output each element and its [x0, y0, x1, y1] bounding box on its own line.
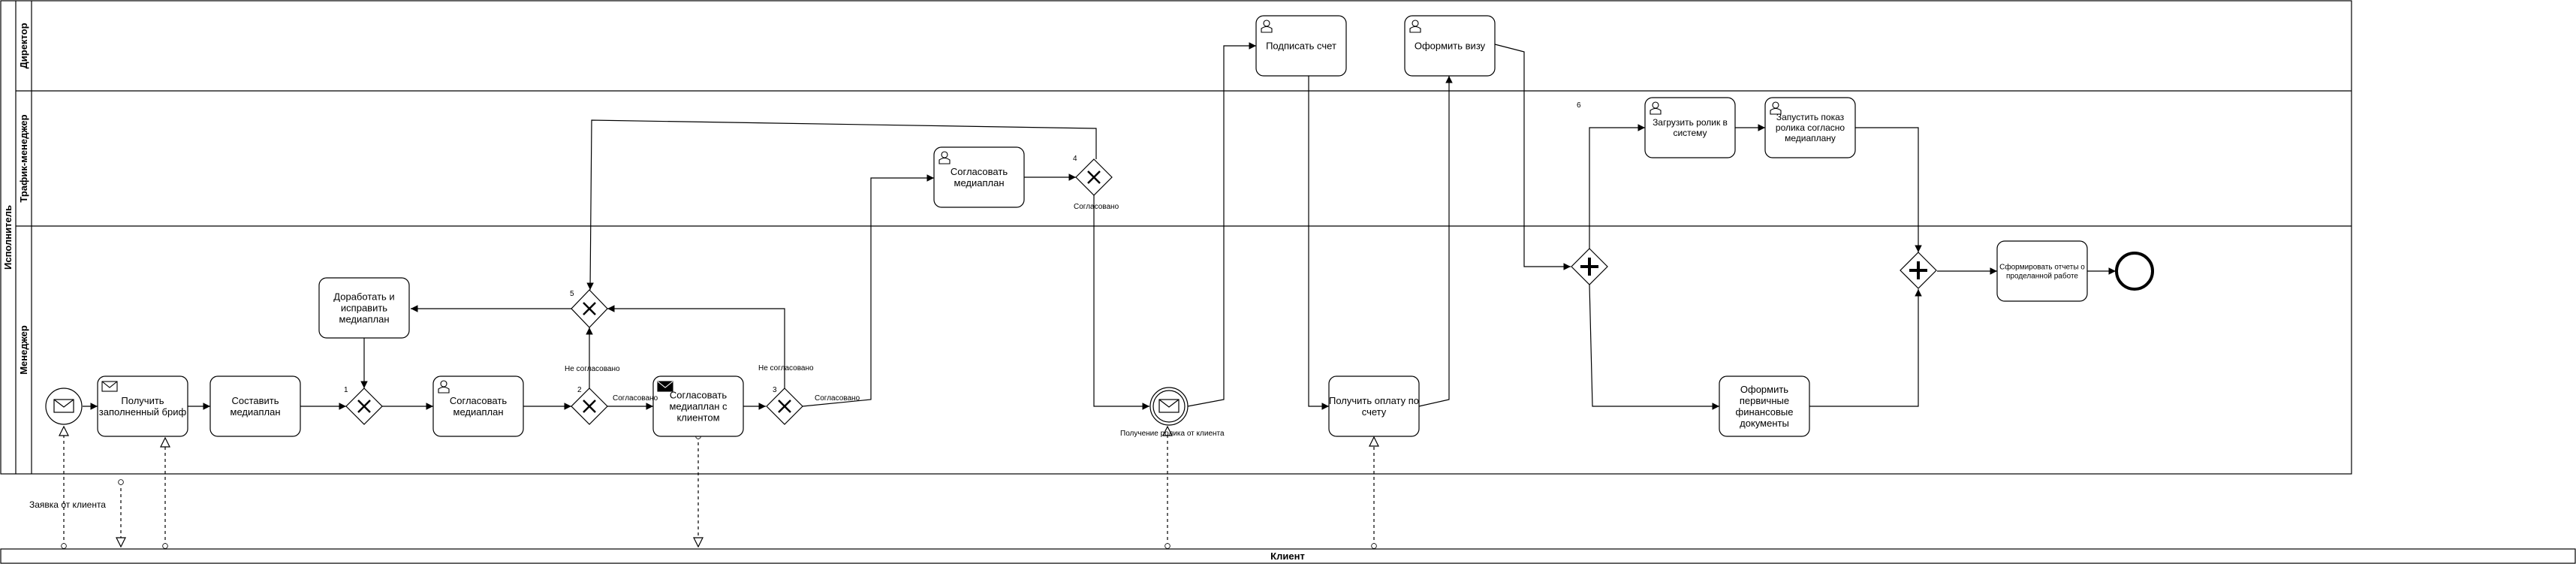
task-label: ролика согласно [1776, 122, 1845, 133]
sequence-flows [83, 42, 2116, 410]
client-pool [0, 548, 2576, 564]
task-label: исправить [341, 303, 387, 314]
task-label: счету [1362, 406, 1387, 418]
task-label: систему [1673, 128, 1707, 138]
label-n1: 1 [344, 386, 348, 394]
user-task-icon [438, 380, 450, 394]
task-sign-invoice: Подписать счет [1255, 15, 1347, 77]
task-label: медиаплану [1785, 133, 1836, 143]
label-n3: 3 [773, 386, 777, 394]
task-label: клиентом [676, 412, 719, 424]
user-task-icon [939, 151, 951, 164]
task-label: заполненный бриф [99, 406, 187, 418]
task-label: Согласовать [450, 395, 507, 406]
exclusive-gateway-1 [345, 388, 383, 425]
label-not-agreed-2: Не согласовано [758, 364, 814, 372]
pool-label: Исполнитель [2, 205, 14, 270]
label-video-received: Получение ролика от клиента [1120, 430, 1225, 438]
end-event [2115, 252, 2154, 291]
exclusive-gateway-3 [766, 388, 803, 425]
user-task-icon [1261, 20, 1273, 33]
label-agreed-1: Согласовано [613, 394, 658, 403]
task-label: медиаплан [954, 177, 1005, 189]
lane-label-director: Директор [18, 23, 29, 68]
user-task-icon [1770, 101, 1782, 115]
task-label: Оформить [1740, 384, 1788, 395]
task-visa: Оформить визу [1404, 15, 1496, 77]
task-label: первичные [1740, 395, 1789, 406]
label-agreed-3: Согласовано [1074, 203, 1119, 211]
exclusive-gateway-4 [1075, 158, 1113, 196]
task-label: Согласовать [951, 166, 1008, 177]
start-message-event [45, 388, 83, 425]
parallel-gateway-join [1900, 252, 1937, 289]
exclusive-gateway-5 [571, 289, 608, 328]
label-n4: 4 [1073, 155, 1077, 163]
task-label: Оформить визу [1415, 41, 1486, 52]
task-label: Получить оплату по [1329, 395, 1419, 406]
exclusive-gateway-2 [571, 388, 608, 425]
task-label: Подписать счет [1266, 41, 1336, 52]
task-label: проделанной работе [2006, 272, 2078, 281]
task-label: медиаплан с [669, 401, 728, 412]
envelope-icon [101, 381, 118, 392]
message-flows [64, 427, 1374, 547]
label-agreed-2: Согласовано [815, 394, 860, 403]
parallel-gateway-split [1571, 248, 1608, 285]
task-label: медиаплан [339, 314, 390, 325]
task-label: медиаплан [453, 406, 504, 418]
label-n5: 5 [570, 290, 574, 298]
executor-pool [0, 0, 2352, 475]
label-not-agreed-1: Не согласовано [565, 365, 620, 373]
user-task-icon [1650, 101, 1662, 115]
envelope-filled-icon [657, 381, 673, 392]
task-label: медиаплан [230, 406, 281, 418]
task-label: Загрузить ролик в [1653, 117, 1728, 128]
task-label: Получить [121, 395, 164, 406]
client-pool-label: Клиент [1270, 550, 1305, 562]
task-label: финансовые [1736, 406, 1794, 418]
lane-label-manager: Менеджер [18, 325, 29, 375]
label-n6: 6 [1577, 101, 1581, 110]
task-label: Сформировать отчеты о [1999, 263, 2085, 272]
label-n2: 2 [577, 386, 582, 394]
user-task-icon [1409, 20, 1421, 33]
label-client-request: Заявка от клиента [29, 499, 106, 510]
task-label: Составить [231, 395, 279, 406]
intermediate-message-event [1149, 387, 1189, 426]
task-label: Согласовать [670, 390, 727, 401]
task-label: Доработать и [333, 291, 394, 303]
task-label: Запустить показ [1776, 112, 1845, 122]
lane-label-traffic: Трафик-менеджер [18, 114, 29, 202]
task-label: документы [1740, 418, 1789, 429]
